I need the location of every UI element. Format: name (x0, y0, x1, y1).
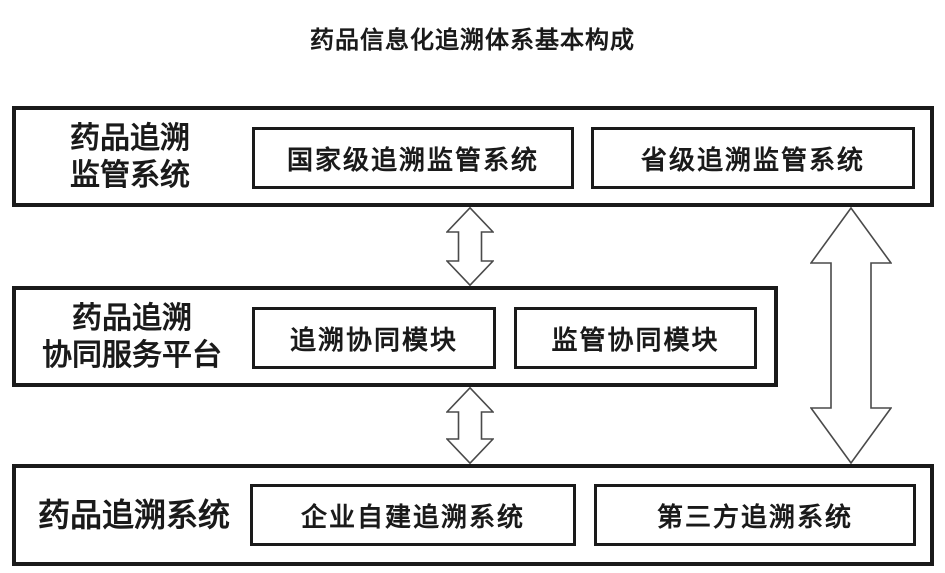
box-traceability-collaboration-module: 追溯协同模块 (252, 307, 496, 369)
label-line: 协同服务平台 (42, 338, 222, 372)
box-third-party-system: 第三方追溯系统 (594, 484, 916, 546)
double-arrow-row1-row3-icon (810, 207, 892, 464)
row-collaborative-platform-label: 药品追溯 协同服务平台 (16, 286, 248, 387)
double-arrow-row2-row3-icon (446, 387, 494, 464)
row-trace-system-label: 药品追溯系统 (16, 464, 252, 566)
box-provincial-supervision-system: 省级追溯监管系统 (591, 127, 915, 189)
box-enterprise-self-built-system: 企业自建追溯系统 (250, 484, 576, 546)
row-supervision-system-label: 药品追溯 监管系统 (16, 106, 244, 207)
label-line: 药品追溯 (72, 301, 192, 335)
label-line: 药品追溯系统 (37, 496, 230, 533)
box-supervision-collaboration-module: 监管协同模块 (514, 307, 757, 369)
label-line: 监管系统 (70, 158, 190, 192)
double-arrow-row1-row2-icon (446, 207, 494, 286)
label-line: 药品追溯 (70, 121, 190, 155)
box-national-supervision-system: 国家级追溯监管系统 (252, 127, 574, 189)
diagram-title: 药品信息化追溯体系基本构成 (310, 27, 635, 54)
